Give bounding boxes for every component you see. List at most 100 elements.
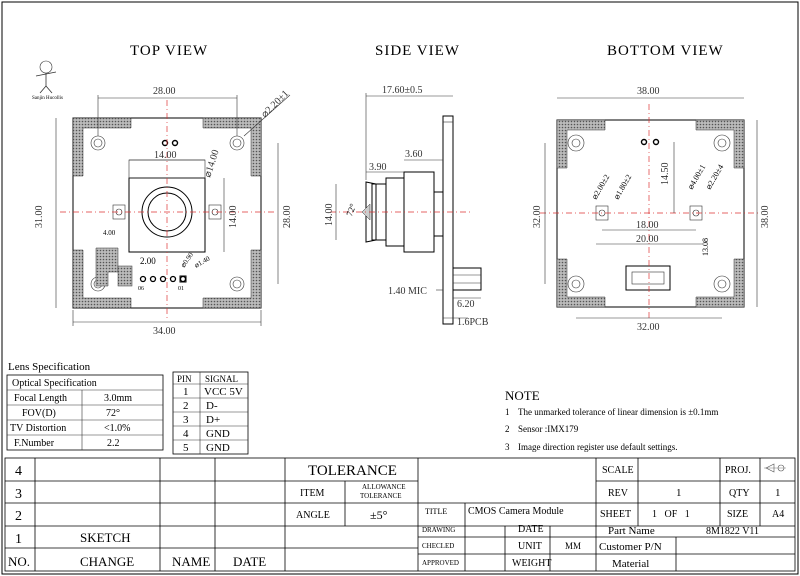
top-corner-pad [72,117,132,177]
mounting-hole [713,275,731,293]
solder-pad [161,139,169,147]
unit-label: UNIT [518,541,542,552]
pin-table-border [172,371,249,455]
lens-spec-value: <1.0% [104,423,130,434]
dim-height-left: 32.00 [532,206,543,229]
connector-pad [95,247,119,287]
tolerance-angle: ANGLE [296,510,330,521]
lens-spec-label: FOV(D) [22,408,56,419]
pin-signal: GND [206,428,230,440]
rev-row-number: 1 [15,532,22,547]
tolerance-angle-value: ±5° [370,508,388,522]
dim-height-right: 28.00 [282,206,293,229]
lens-spec-title: Lens Specification [8,361,91,373]
note-number: 2 [505,424,510,434]
title-value: CMOS Camera Module [468,506,564,517]
solder-pad [640,138,648,146]
date-label: DATE [233,554,266,569]
bottom-corner-pad [556,119,606,169]
dim-2000: 20.00 [636,234,659,245]
bottom-connector [625,265,671,291]
rev-row-number: 2 [15,509,22,524]
dim-small-090: ⌀0.90 [179,251,195,269]
part-name-value: 8M1822 V11 [706,526,759,537]
lens-spec-value: 72° [106,408,120,419]
pin-signal: D- [206,400,218,412]
pin-label-06: 06 [138,286,144,292]
customer-label: Customer P/N [599,541,662,553]
tolerance-allowance: ALLOWANCE [362,483,406,491]
notes: NOTE 1 The unmarked tolerance of linear … [505,388,718,452]
pin-number: 1 [183,386,189,398]
dim-height-left: 31.00 [34,206,45,229]
bottom-board-outline [556,119,745,308]
mounting-hole [90,135,106,151]
dim-small-140: ⌀1.40 [193,254,212,269]
pin-number: 5 [183,442,189,454]
lens-table-border [6,374,164,451]
qty-value: 1 [775,487,781,499]
mounting-hole [713,134,731,152]
part-name-label: Part Name [608,525,655,537]
signal-header: SIGNAL [205,374,238,384]
side-view: 17.60±0.5 3.60 3.90 14.00 72° 1.40 MIC 6… [324,85,489,328]
drawing-label: DRAWING [422,526,455,534]
side-pcb [442,115,454,325]
note-text: Sensor :IMX179 [518,424,579,434]
mounting-hole [567,134,585,152]
dim-mic: 1.40 MIC [388,286,427,297]
lens-holder [128,177,206,253]
dim-small-4: 4.00 [103,229,116,237]
dim-small-2: 2.00 [140,256,156,266]
pin-number: 2 [183,400,189,412]
sheet-value: 1 OF 1 [652,509,690,520]
dim-1800: 18.00 [636,220,659,231]
dim-width-top: 28.00 [153,86,176,97]
lens-spec-table: Lens Specification Optical Specification… [6,361,164,451]
bottom-view-title: BOTTOM VIEW [607,43,724,59]
dim-180: ⌀1.80±2 [612,173,633,201]
dim-hole: ⌀2.20±1 [259,88,291,120]
lens-spec-label: F.Number [14,438,55,449]
top-corner-pad [202,117,262,177]
mounting-hole [229,276,245,292]
lens-spec-value: 2.2 [107,438,120,449]
dim-width-bottom: 32.00 [637,322,660,333]
side-connector [452,267,482,291]
scale-label: SCALE [602,465,634,476]
top-view: 28.00 34.00 31.00 28.00 14.00 14.00 ⌀14.… [34,86,293,337]
weight-label: WEIGHT [512,558,551,569]
dim-height-right: 38.00 [760,206,771,229]
company-logo: Sanjin Hucollis [32,60,63,101]
dim-620: 6.20 [457,299,475,310]
pin-table: PIN SIGNAL 1 VCC 5V 2 D- 3 D+ 4 GND 5 GN… [172,371,249,455]
note-number: 3 [505,442,510,452]
dim-1400: 14.00 [324,204,335,227]
dim-360: 3.60 [405,149,423,160]
dim-lens-height: 14.00 [228,206,239,229]
leader-line [243,94,291,137]
qty-label: QTY [729,488,750,499]
dim-1308: 13.08 [701,238,710,256]
tolerance-title: TOLERANCE [308,463,397,479]
note-text: Image direction register use default set… [518,442,677,452]
note-number: 1 [505,407,510,417]
note-text: The unmarked tolerance of linear dimensi… [518,407,718,417]
connector-pad [117,265,133,287]
size-value: A4 [772,509,784,520]
lens-spec-value: 3.0mm [104,393,132,404]
note-title: NOTE [505,388,540,403]
lens-spec-label: Focal Length [14,393,67,404]
bottom-corner-pad [695,258,745,308]
connector-pins [631,271,665,285]
title-label: TITLE [425,507,447,516]
change-label: CHANGE [80,554,134,569]
bottom-corner-pad [556,258,606,308]
dim-angle: 72° [344,202,358,218]
date-field-label: DATE [518,524,544,535]
lens-spec-header: Optical Specification [12,378,97,389]
tolerance-item: ITEM [300,488,325,499]
dim-pcb: 1.6PCB [457,317,489,328]
pin-number: 3 [183,414,189,426]
